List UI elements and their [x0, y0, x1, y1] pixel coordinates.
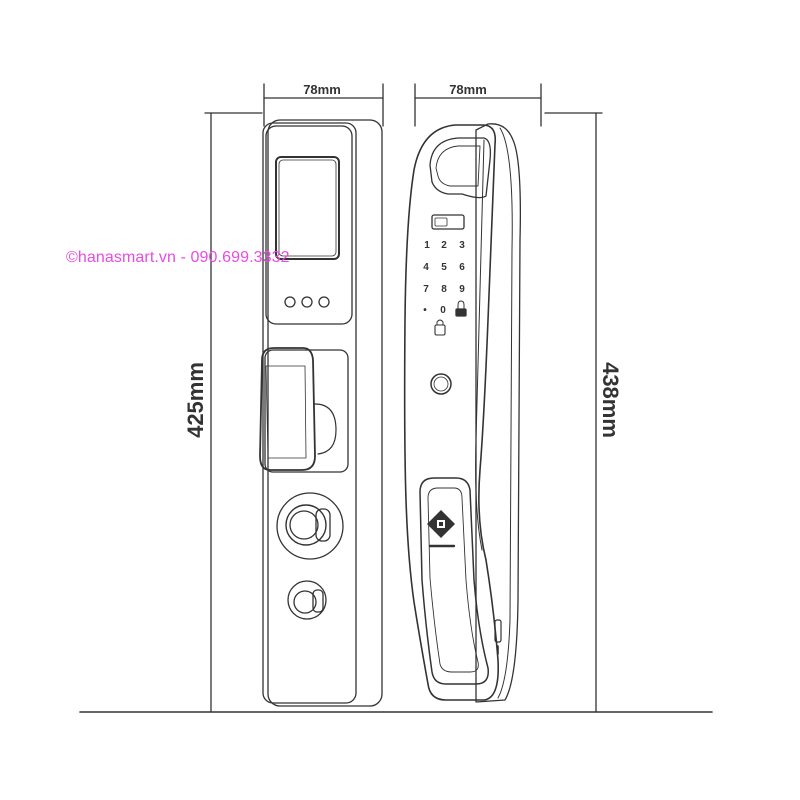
handle-inner-line — [265, 365, 307, 459]
indicator-dot-center — [301, 296, 313, 308]
side-height-dimension — [544, 112, 603, 713]
front-body — [262, 122, 357, 704]
front-width-dimension — [263, 83, 384, 127]
front-height-label: 425mm — [183, 362, 208, 438]
screen-housing — [265, 125, 353, 325]
lower-knob-outer — [287, 580, 327, 620]
fingerprint-button-inner — [433, 376, 449, 392]
thumb-knob-grip — [315, 508, 331, 542]
front-view-lock — [259, 119, 383, 707]
thumb-knob-mid — [285, 504, 327, 546]
lock-keypad-icon-body — [455, 308, 467, 317]
side-display-inner — [434, 217, 448, 227]
side-inner-edge — [475, 139, 485, 551]
side-width-dimension — [414, 83, 542, 127]
side-body — [403, 124, 500, 701]
grip-handle — [419, 477, 489, 685]
key-0: 0 — [440, 305, 446, 316]
key-1: 1 — [424, 240, 430, 251]
handle-stem — [314, 403, 337, 455]
front-height-dimension — [204, 112, 263, 713]
fingerprint-button — [430, 373, 452, 395]
side-width-label: 78mm — [449, 82, 487, 97]
lower-knob-inner — [293, 590, 317, 614]
padlock-icon — [434, 324, 446, 336]
handle-recess — [264, 349, 349, 473]
indicator-dot-left — [284, 296, 296, 308]
indicator-dot-right — [318, 296, 330, 308]
display-screen — [275, 156, 340, 260]
lower-knob-grip — [312, 589, 324, 613]
padlock-shackle — [436, 319, 444, 326]
camera-hood — [429, 137, 492, 199]
thumb-knob-inner — [289, 510, 319, 540]
keypad: 1 2 3 4 5 6 7 8 9 • 0 — [423, 240, 465, 316]
grip-handle-inner — [427, 487, 479, 673]
display-inner — [278, 159, 337, 257]
watermark-text: ©hanasmart.vn - 090.699.3332 — [66, 249, 290, 266]
side-display — [431, 214, 465, 230]
key-8: 8 — [441, 284, 447, 295]
key-9: 9 — [459, 284, 465, 295]
key-7: 7 — [423, 284, 429, 295]
front-width-label: 78mm — [303, 82, 341, 97]
side-rear-edge — [497, 127, 513, 699]
side-view-lock — [403, 123, 522, 703]
side-height-label: 438mm — [598, 362, 623, 438]
front-handle — [259, 347, 316, 471]
side-latch — [494, 619, 502, 643]
key-6: 6 — [459, 262, 465, 273]
lock-keypad-icon — [457, 300, 465, 310]
key-2: 2 — [441, 240, 447, 251]
key-5: 5 — [441, 262, 447, 273]
key-4: 4 — [423, 262, 429, 273]
side-rear-panel — [475, 123, 522, 703]
front-back-plate — [267, 119, 383, 707]
camera-hood-inner — [435, 145, 481, 187]
thumb-knob-outer — [276, 492, 344, 560]
key-3: 3 — [459, 240, 465, 251]
key-dot: • — [423, 305, 427, 316]
